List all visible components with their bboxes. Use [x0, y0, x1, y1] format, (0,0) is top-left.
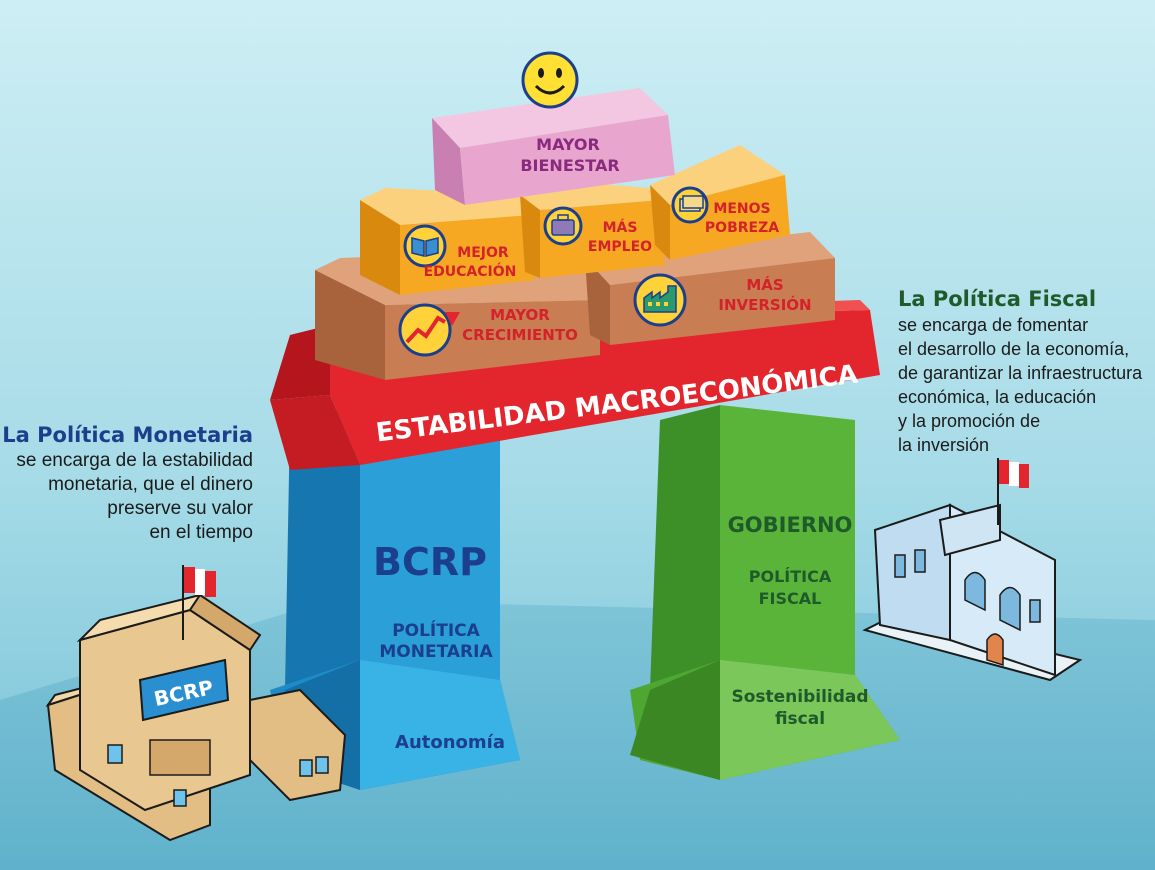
- right-pillar-base-label-1: Sostenibilidad: [731, 687, 868, 707]
- monetary-policy-text-4: en el tiempo: [149, 522, 253, 543]
- right-pillar-subtitle-2: FISCAL: [759, 589, 822, 608]
- fiscal-policy-text-4: económica, la educación: [898, 387, 1096, 407]
- left-pillar-subtitle-1: POLÍTICA: [392, 619, 480, 641]
- menos-pobreza-line-2: POBREZA: [705, 220, 779, 236]
- peru-flag-left-icon: [182, 565, 216, 640]
- mejor-educacion-line-1: MEJOR: [457, 245, 509, 261]
- menos-pobreza-line-1: MENOS: [713, 201, 770, 217]
- block-mayor-bienestar: [432, 88, 675, 205]
- mas-empleo-line-1: MÁS: [603, 219, 638, 236]
- mayor-bienestar-line-2: BIENESTAR: [520, 156, 619, 175]
- fiscal-policy-text-1: se encarga de fomentar: [898, 315, 1088, 335]
- right-pillar-base-label-2: fiscal: [775, 709, 825, 729]
- briefcase-icon: [543, 206, 583, 246]
- block-mas-empleo: [520, 180, 665, 278]
- smiley-icon: [521, 51, 579, 109]
- right-pillar-subtitle-1: POLÍTICA: [749, 567, 832, 586]
- monetary-policy-text-3: preserve su valor: [107, 498, 253, 519]
- growth-chart-icon: [398, 303, 460, 357]
- mas-inversion-line-1: MÁS: [746, 275, 783, 294]
- right-pillar: [630, 405, 900, 780]
- fiscal-policy-text-6: la inversión: [898, 435, 989, 455]
- money-icon: [671, 186, 709, 224]
- left-pillar-base-label: Autonomía: [395, 732, 505, 753]
- monetary-policy-text-2: monetaria, que el dinero: [48, 474, 253, 495]
- left-pillar-title: BCRP: [373, 540, 487, 584]
- fiscal-policy-text-2: el desarrollo de la economía,: [898, 339, 1129, 359]
- mas-empleo-line-2: EMPLEO: [588, 239, 652, 255]
- fiscal-policy-title: La Política Fiscal: [898, 287, 1096, 311]
- government-palace: [862, 503, 1083, 682]
- mayor-crecimiento-line-1: MAYOR: [490, 306, 550, 324]
- left-pillar-subtitle-2: MONETARIA: [379, 642, 493, 662]
- mas-inversion-line-2: INVERSIÓN: [718, 295, 811, 314]
- mayor-bienestar-line-1: MAYOR: [536, 135, 600, 154]
- monetary-policy-text-1: se encarga de la estabilidad: [16, 450, 253, 471]
- book-icon: [403, 224, 447, 268]
- mayor-crecimiento-line-2: CRECIMIENTO: [462, 326, 578, 344]
- right-pillar-title: GOBIERNO: [728, 513, 853, 537]
- monetary-policy-title: La Política Monetaria: [2, 423, 253, 447]
- mejor-educacion-line-2: EDUCACIÓN: [424, 262, 517, 280]
- peru-flag-right-icon: [997, 458, 1029, 525]
- fiscal-policy-text-5: y la promoción de: [898, 411, 1040, 431]
- bcrp-building: [45, 593, 347, 842]
- factory-icon: [633, 273, 687, 327]
- fiscal-policy-text-3: de garantizar la infraestructura: [898, 363, 1143, 383]
